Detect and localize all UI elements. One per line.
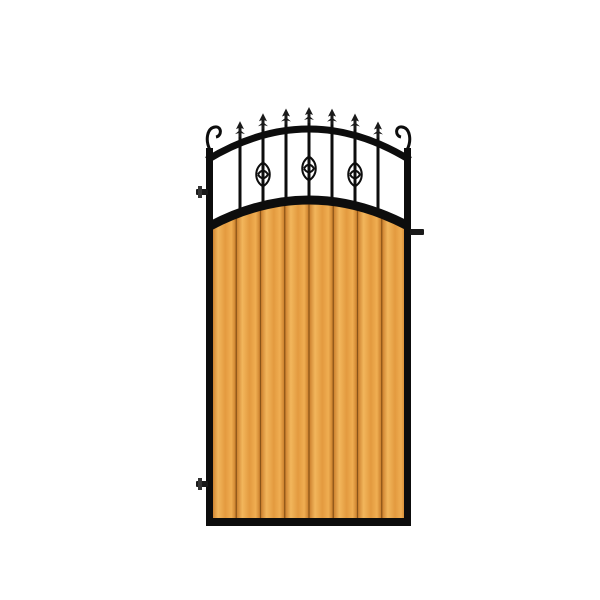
spear-finial [235,121,245,138]
wood-board [381,203,406,520]
latch [410,229,424,235]
scroll-ornament [301,155,317,182]
right-frame-post [404,148,411,526]
wood-board [236,203,261,520]
wood-boards [212,203,406,520]
left-corner-curl [205,125,222,151]
spear-finial [281,108,291,125]
left-frame-post [206,148,213,526]
wood-board [260,203,285,520]
scroll-ornaments [255,155,363,188]
hinge-upper [196,186,208,198]
spear-finial [258,113,268,130]
hinge-lower [196,478,208,490]
wood-board [212,203,237,520]
right-corner-curl [395,125,412,151]
wood-board [333,203,358,520]
bottom-frame-rail [206,518,411,526]
wood-board [357,203,382,520]
scroll-ornament [255,161,271,188]
balusters [238,119,380,213]
scroll-ornament [347,161,363,188]
spear-finials [235,107,383,138]
wood-panel [212,203,406,520]
wood-board [309,203,334,520]
spear-finial [350,113,360,130]
spear-finial [304,107,314,124]
wood-board [284,203,309,520]
spear-finial [373,121,383,138]
lower-arch-rail [207,195,411,230]
spear-finial [327,108,337,125]
